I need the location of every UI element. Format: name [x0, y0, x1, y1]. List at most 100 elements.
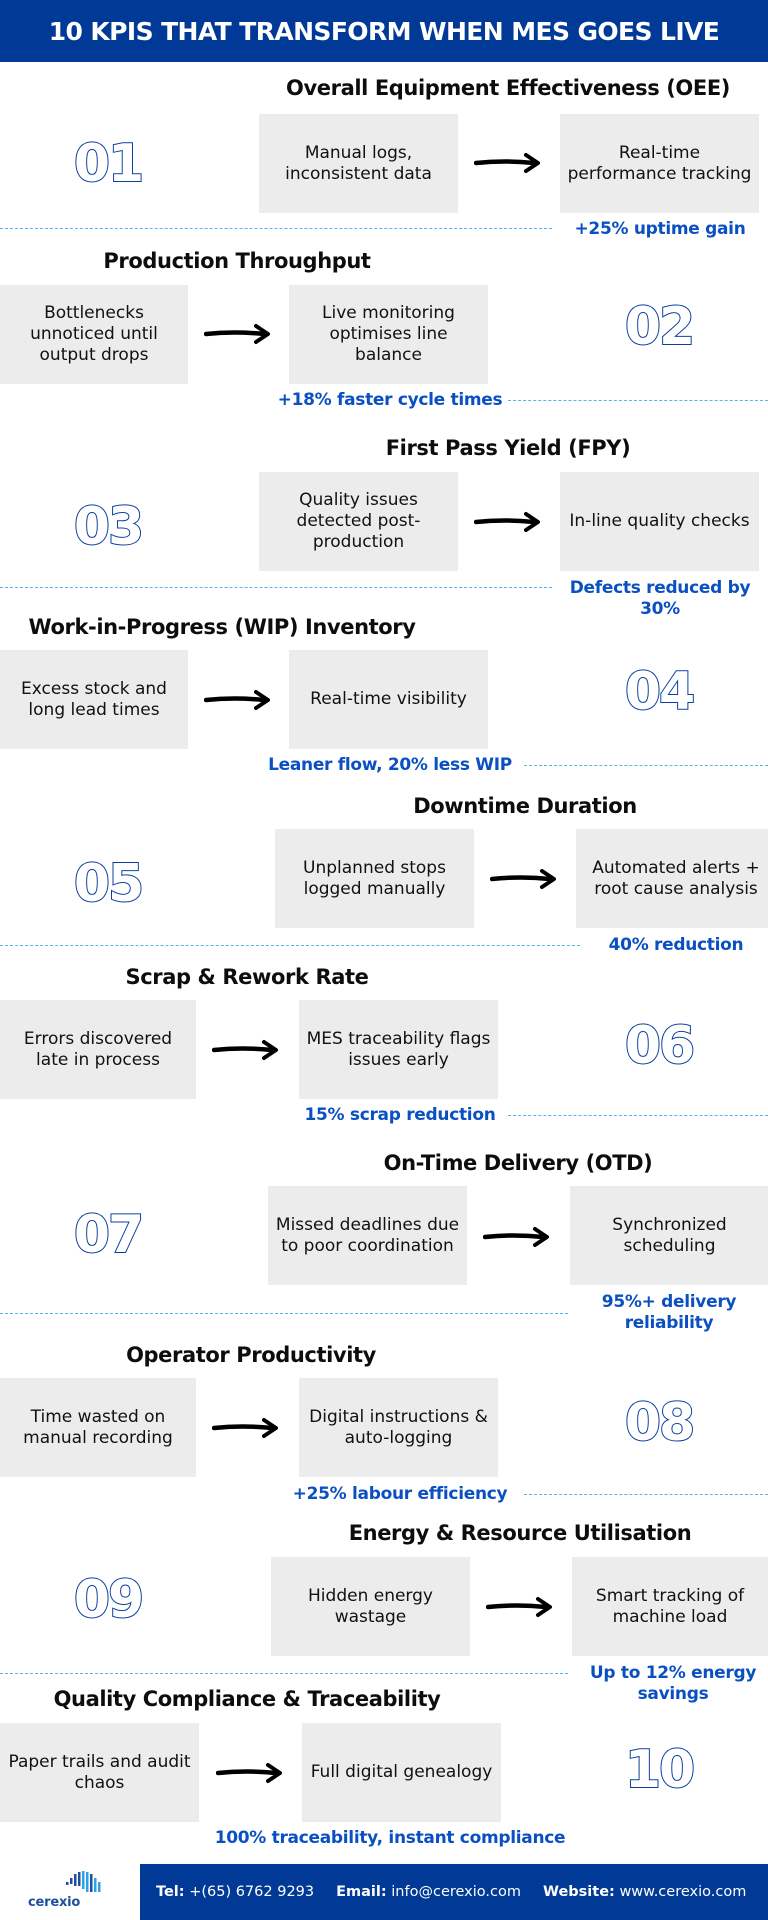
kpi-number: 03: [73, 496, 145, 558]
kpi-number: 10: [624, 1739, 696, 1801]
after-box: Smart tracking of machine load: [572, 1557, 768, 1656]
before-box: Excess stock and long lead times: [0, 650, 188, 749]
kpi-number: 07: [73, 1204, 145, 1266]
arrow-right-icon: [474, 153, 540, 173]
before-text: Paper trails and audit chaos: [8, 1751, 191, 1793]
before-box: Paper trails and audit chaos: [0, 1723, 199, 1822]
kpi-title: Production Throughput: [103, 249, 371, 273]
kpi-title: On-Time Delivery (OTD): [383, 1151, 653, 1175]
dashed-divider: [0, 945, 580, 946]
before-text: Bottlenecks unnoticed until output drops: [30, 303, 158, 365]
before-box: Unplanned stops logged manually: [275, 829, 474, 928]
before-box: Bottlenecks unnoticed until output drops: [0, 285, 188, 384]
kpi-title: Overall Equipment Effectiveness (OEE): [286, 76, 730, 100]
page-title: 10 KPIS THAT TRANSFORM WHEN MES GOES LIV…: [48, 16, 720, 46]
before-box: Errors discovered late in process: [0, 1000, 196, 1099]
after-box: Real-time performance tracking: [560, 114, 759, 213]
website-value: www.cerexio.com: [619, 1884, 747, 1900]
after-text: MES traceability flags issues early: [306, 1028, 491, 1070]
result-text: Defects reduced by 30%: [569, 578, 751, 619]
dashed-divider: [508, 1115, 768, 1116]
after-text: Synchronized scheduling: [612, 1214, 727, 1256]
cerexio-logo: cerexio: [28, 1868, 108, 1912]
arrow-right-icon: [486, 1597, 552, 1617]
website-label: Website:: [542, 1884, 615, 1900]
email-label: Email:: [336, 1884, 387, 1900]
after-text: In-line quality checks: [569, 511, 750, 531]
arrow-right-icon: [216, 1763, 282, 1783]
before-text: Quality issues detected post-production: [296, 490, 421, 552]
before-text: Hidden energy wastage: [308, 1585, 433, 1627]
kpi-title: Energy & Resource Utilisation: [348, 1521, 692, 1545]
kpi-title: Downtime Duration: [413, 794, 637, 818]
after-box: Automated alerts + root cause analysis: [576, 829, 768, 928]
header-banner: 10 KPIS THAT TRANSFORM WHEN MES GOES LIV…: [0, 0, 768, 62]
footer-contact-bar: Tel: +(65) 6762 9293 Email: info@cerexio…: [140, 1864, 768, 1920]
before-box: Manual logs, inconsistent data: [259, 114, 458, 213]
dashed-divider: [0, 587, 552, 588]
before-box: Hidden energy wastage: [271, 1557, 470, 1656]
before-text: Manual logs, inconsistent data: [285, 142, 432, 184]
kpi-title: Scrap & Rework Rate: [125, 965, 369, 989]
kpi-title: Operator Productivity: [126, 1343, 376, 1367]
arrow-right-icon: [483, 1227, 549, 1247]
kpi-number: 01: [73, 133, 145, 195]
kpi-number: 09: [73, 1569, 145, 1631]
after-text: Digital instructions & auto-logging: [309, 1406, 488, 1448]
dashed-divider: [0, 228, 552, 229]
result-text: +25% uptime gain: [574, 219, 746, 239]
before-text: Excess stock and long lead times: [21, 678, 167, 720]
after-text: Full digital genealogy: [310, 1762, 493, 1782]
after-box: In-line quality checks: [560, 472, 759, 571]
arrow-right-icon: [212, 1418, 278, 1438]
after-box: MES traceability flags issues early: [299, 1000, 498, 1099]
tel-value: +(65) 6762 9293: [189, 1884, 315, 1900]
result-text: +18% faster cycle times: [277, 390, 503, 410]
before-text: Unplanned stops logged manually: [303, 857, 446, 899]
after-text: Smart tracking of machine load: [595, 1585, 745, 1627]
dashed-divider: [0, 1673, 568, 1674]
before-text: Time wasted on manual recording: [23, 1406, 173, 1448]
after-text: Real-time visibility: [310, 689, 467, 709]
dashed-divider: [524, 1494, 768, 1495]
logo-text: cerexio: [28, 1895, 81, 1910]
result-text: 95%+ delivery reliability: [601, 1292, 737, 1333]
tel-label: Tel:: [156, 1884, 185, 1900]
arrow-right-icon: [204, 690, 270, 710]
kpi-number: 04: [624, 661, 696, 723]
arrow-right-icon: [490, 869, 556, 889]
email-value: info@cerexio.com: [391, 1884, 521, 1900]
after-box: Live monitoring optimises line balance: [289, 285, 488, 384]
before-box: Quality issues detected post-production: [259, 472, 458, 571]
arrow-right-icon: [212, 1040, 278, 1060]
after-box: Digital instructions & auto-logging: [299, 1378, 498, 1477]
result-text: 15% scrap reduction: [304, 1105, 496, 1125]
before-box: Missed deadlines due to poor coordinatio…: [268, 1186, 467, 1285]
after-box: Synchronized scheduling: [570, 1186, 768, 1285]
kpi-title: Work-in-Progress (WIP) Inventory: [28, 615, 416, 639]
result-text: +25% labour efficiency: [292, 1484, 508, 1504]
result-text: 40% reduction: [608, 935, 744, 955]
before-text: Missed deadlines due to poor coordinatio…: [275, 1214, 460, 1256]
kpi-title: First Pass Yield (FPY): [385, 436, 631, 460]
logo-bars-icon: [66, 1871, 101, 1892]
dashed-divider: [524, 765, 768, 766]
dashed-divider: [0, 1313, 568, 1314]
arrow-right-icon: [474, 512, 540, 532]
after-text: Automated alerts + root cause analysis: [592, 857, 760, 899]
result-text: Leaner flow, 20% less WIP: [268, 755, 512, 775]
kpi-title: Quality Compliance & Traceability: [53, 1687, 441, 1711]
footer-website[interactable]: Website: www.cerexio.com: [543, 1884, 746, 1900]
result-text: Up to 12% energy savings: [589, 1663, 757, 1704]
dashed-divider: [508, 400, 768, 401]
after-box: Full digital genealogy: [302, 1723, 501, 1822]
footer-email[interactable]: Email: info@cerexio.com: [336, 1884, 521, 1900]
result-text: 100% traceability, instant compliance: [214, 1828, 566, 1848]
kpi-number: 05: [73, 853, 145, 915]
before-box: Time wasted on manual recording: [0, 1378, 196, 1477]
before-text: Errors discovered late in process: [23, 1028, 173, 1070]
kpi-number: 06: [624, 1015, 696, 1077]
footer-tel[interactable]: Tel: +(65) 6762 9293: [156, 1884, 314, 1900]
kpi-number: 02: [624, 296, 696, 358]
after-box: Real-time visibility: [289, 650, 488, 749]
